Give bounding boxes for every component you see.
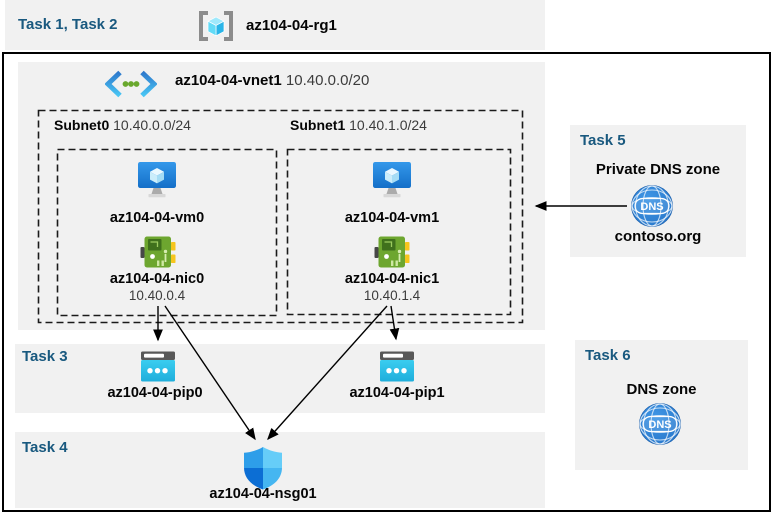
subnet0-title: Subnet0 10.40.0.0/24 xyxy=(54,117,191,133)
pip0-name: az104-04-pip0 xyxy=(107,385,203,401)
task5-label: Task 5 xyxy=(580,132,626,149)
pip1-name: az104-04-pip1 xyxy=(349,385,445,401)
subnet1-cidr: 10.40.1.0/24 xyxy=(349,117,427,133)
vm0-name: az104-04-vm0 xyxy=(109,210,205,226)
task3-label: Task 3 xyxy=(22,348,68,365)
vnet-cidr: 10.40.0.0/20 xyxy=(285,72,370,89)
task4-label: Task 4 xyxy=(22,439,68,456)
private-dns-zone-name: contoso.org xyxy=(614,228,702,245)
nic0-ip: 10.40.0.4 xyxy=(128,288,186,303)
dns-icon-text: DNS xyxy=(640,201,663,213)
resource-group-icon xyxy=(197,10,235,42)
subnet0-cidr: 10.40.0.0/24 xyxy=(113,117,191,133)
private-dns-zone-icon: DNS xyxy=(630,184,674,228)
dns-zone-title: DNS zone xyxy=(626,381,697,398)
pip0-public-ip-icon xyxy=(139,347,177,387)
task-1-2-label: Task 1, Task 2 xyxy=(18,16,118,33)
nic1-network-interface-icon xyxy=(374,234,410,270)
subnet1-title: Subnet1 10.40.1.0/24 xyxy=(290,117,427,133)
resource-group-name: az104-04-rg1 xyxy=(246,17,337,34)
virtual-network-icon xyxy=(104,70,158,98)
subnet1-name: Subnet1 xyxy=(290,117,346,133)
nic1-ip: 10.40.1.4 xyxy=(363,288,421,303)
task6-label: Task 6 xyxy=(585,347,631,364)
task6-box: Task 6 DNS zone xyxy=(575,340,748,470)
task3-band: Task 3 xyxy=(15,344,545,413)
vnet-title: az104-04-vnet1 10.40.0.0/20 xyxy=(175,72,369,89)
nic0-name: az104-04-nic0 xyxy=(109,271,205,287)
vnet-name: az104-04-vnet1 xyxy=(175,72,282,89)
subnet0-name: Subnet0 xyxy=(54,117,110,133)
vm1-virtual-machine-icon xyxy=(372,161,412,203)
pip1-public-ip-icon xyxy=(378,347,416,387)
resource-group-band: Task 1, Task 2 xyxy=(5,0,545,50)
nic1-name: az104-04-nic1 xyxy=(344,271,440,287)
nsg-shield-icon xyxy=(243,446,283,490)
vm0-virtual-machine-icon xyxy=(137,161,177,203)
dns-zone-icon: DNS xyxy=(638,402,682,446)
nic0-network-interface-icon xyxy=(140,234,176,270)
vm1-name: az104-04-vm1 xyxy=(344,210,440,226)
nsg-name: az104-04-nsg01 xyxy=(209,486,317,502)
environment-boundary xyxy=(2,52,771,512)
private-dns-zone-title: Private DNS zone xyxy=(595,161,721,178)
dns-icon-text: DNS xyxy=(648,419,671,431)
